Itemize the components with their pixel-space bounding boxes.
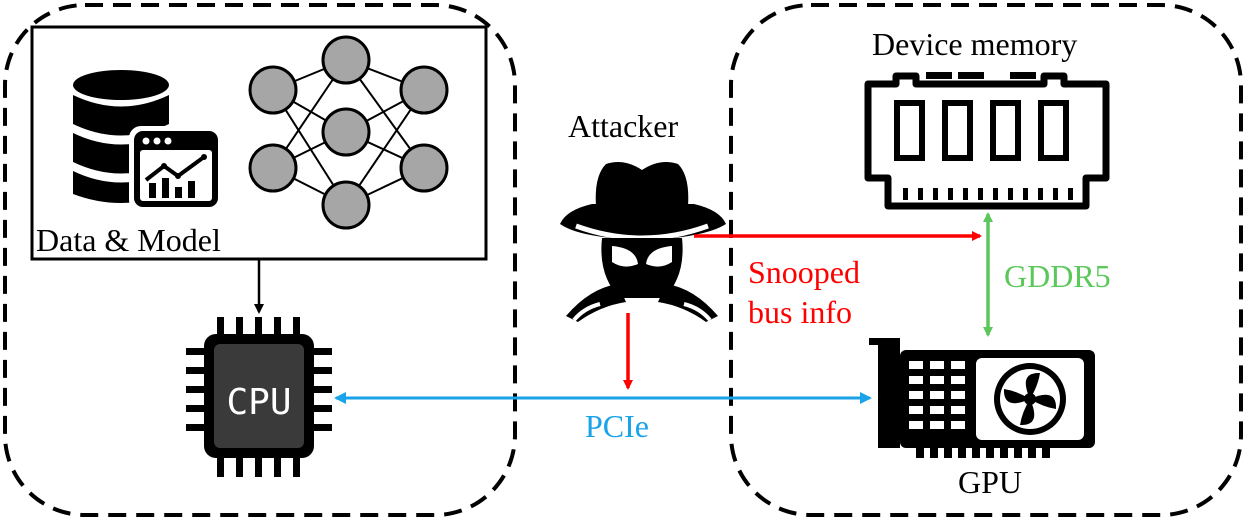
nn-node [399, 65, 449, 115]
graphics-card-icon [869, 338, 1095, 458]
snooped-bus-info-label: Snooped bus info [748, 252, 898, 332]
snooped-line-2: bus info [748, 294, 852, 330]
nn-node [321, 180, 371, 230]
cpu-chip-icon: CPU [186, 317, 332, 477]
cpu-chip-text: CPU [226, 382, 291, 423]
gddr5-label: GDDR5 [1004, 258, 1111, 294]
device-enclosure [729, 3, 1243, 517]
neural-network-icon [248, 35, 449, 230]
device-memory-label: Device memory [872, 26, 1078, 62]
snooped-line-1: Snooped [748, 254, 860, 290]
spy-attacker-icon [560, 162, 726, 322]
nn-node [399, 143, 449, 193]
dashboard-chart-icon [129, 126, 223, 212]
pcie-label: PCIe [585, 408, 649, 444]
host-enclosure [3, 3, 517, 517]
nn-node [248, 143, 298, 193]
memory-module-icon [864, 72, 1110, 210]
nn-node [248, 65, 298, 115]
nn-node [321, 35, 371, 85]
gpu-label: GPU [958, 464, 1023, 500]
data-model-label: Data & Model [36, 222, 221, 258]
nn-node [321, 107, 371, 157]
attacker-label: Attacker [568, 108, 679, 144]
data-model-box [30, 25, 488, 261]
